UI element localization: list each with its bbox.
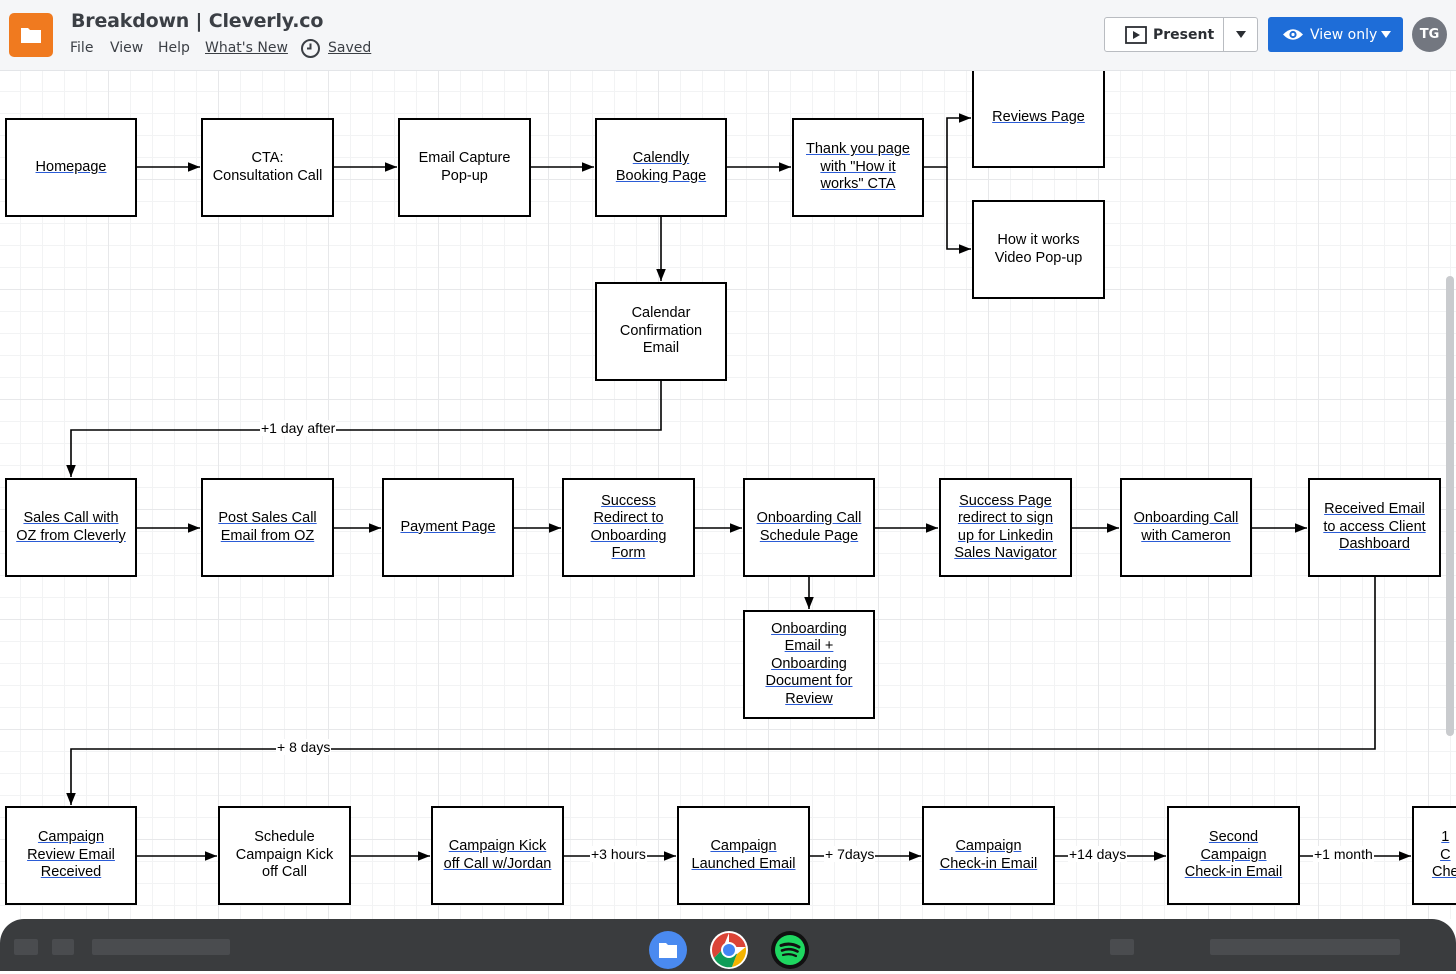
dock-ghost-element xyxy=(14,939,38,955)
edge-thankyou-reviews xyxy=(923,113,971,168)
chrome-icon[interactable] xyxy=(710,931,748,969)
avatar[interactable]: TG xyxy=(1412,17,1447,52)
edge-thankyou-video xyxy=(946,167,971,254)
node-campaign-review-email[interactable]: Campaign Review Email Received xyxy=(5,806,137,905)
node-homepage[interactable]: Homepage xyxy=(5,118,137,217)
node-kickoff-call-jordan[interactable]: Campaign Kick off Call w/Jordan xyxy=(431,806,564,905)
chevron-down-icon xyxy=(1381,31,1391,38)
saved-status[interactable]: Saved xyxy=(328,40,372,56)
node-schedule-kickoff[interactable]: Schedule Campaign Kick off Call xyxy=(218,806,351,905)
dock-ghost-element xyxy=(1110,939,1134,955)
files-icon[interactable] xyxy=(649,931,687,969)
edge-label: + 8 days xyxy=(276,739,332,755)
node-second-checkin-email[interactable]: Second Campaign Check-in Email xyxy=(1167,806,1300,905)
chevron-down-icon[interactable] xyxy=(1236,31,1246,38)
node-payment-page[interactable]: Payment Page xyxy=(382,478,514,577)
node-calendly-booking-page[interactable]: Calendly Booking Page xyxy=(595,118,727,217)
view-only-label: View only xyxy=(1310,27,1378,43)
edge-label: +3 hours xyxy=(590,846,647,862)
clock-icon xyxy=(301,39,320,58)
app-header: Breakdown | Cleverly.co File View Help W… xyxy=(0,0,1456,71)
dock-ghost-element xyxy=(92,939,230,955)
edge-label: + 7days xyxy=(824,846,876,862)
menu-file[interactable]: File xyxy=(70,40,94,56)
present-label: Present xyxy=(1153,27,1215,43)
node-campaign-checkin-email[interactable]: Campaign Check-in Email xyxy=(922,806,1055,905)
node-partial-offscreen[interactable]: 1 C Che xyxy=(1412,806,1456,905)
menu-whats-new[interactable]: What's New xyxy=(205,40,288,56)
eye-icon xyxy=(1283,29,1303,40)
node-onboarding-call-schedule[interactable]: Onboarding Call Schedule Page xyxy=(743,478,875,577)
edge-received-review xyxy=(66,577,1376,805)
play-icon xyxy=(1125,26,1147,44)
diagram-canvas[interactable]: +1 day after + 8 days +3 hours + 7days +… xyxy=(0,71,1456,919)
vertical-scrollbar[interactable] xyxy=(1446,276,1454,736)
dock-ghost-element xyxy=(1210,939,1400,955)
connectors xyxy=(66,113,1411,861)
edge-label: +14 days xyxy=(1068,846,1128,862)
document-title[interactable]: Breakdown | Cleverly.co xyxy=(71,10,324,32)
node-how-it-works-video[interactable]: How it works Video Pop-up xyxy=(972,200,1105,299)
node-onboarding-email[interactable]: Onboarding Email + Onboarding Document f… xyxy=(743,610,875,719)
node-sales-call[interactable]: Sales Call with OZ from Cleverly xyxy=(5,478,137,577)
node-calendar-confirmation-email[interactable]: Calendar Confirmation Email xyxy=(595,282,727,381)
view-only-button[interactable]: View only xyxy=(1268,17,1403,52)
node-onboarding-call-cameron[interactable]: Onboarding Call with Cameron xyxy=(1120,478,1252,577)
node-thank-you-page[interactable]: Thank you page with "How it works" CTA xyxy=(792,118,924,217)
node-email-capture-popup[interactable]: Email Capture Pop-up xyxy=(398,118,531,217)
node-cta-consultation-call[interactable]: CTA: Consultation Call xyxy=(201,118,334,217)
edge-confirmation-salescall xyxy=(66,380,662,477)
edge-label: +1 day after xyxy=(260,420,337,436)
folder-icon[interactable] xyxy=(9,13,53,57)
os-dock xyxy=(0,919,1456,971)
node-reviews-page[interactable]: Reviews Page xyxy=(972,71,1105,168)
button-divider xyxy=(1223,18,1224,51)
menu-help[interactable]: Help xyxy=(158,40,190,56)
node-success-linkedin[interactable]: Success Page redirect to sign up for Lin… xyxy=(939,478,1072,577)
node-campaign-launched-email[interactable]: Campaign Launched Email xyxy=(677,806,810,905)
menu-view[interactable]: View xyxy=(110,40,144,56)
edge-label: +1 month xyxy=(1313,846,1374,862)
node-post-sales-call-email[interactable]: Post Sales Call Email from OZ xyxy=(201,478,334,577)
node-received-email-dashboard[interactable]: Received Email to access Client Dashboar… xyxy=(1308,478,1441,577)
spotify-icon[interactable] xyxy=(771,931,809,969)
dock-ghost-element xyxy=(52,939,74,955)
node-success-redirect[interactable]: Success Redirect to Onboarding Form xyxy=(562,478,695,577)
present-button[interactable]: Present xyxy=(1104,17,1258,52)
